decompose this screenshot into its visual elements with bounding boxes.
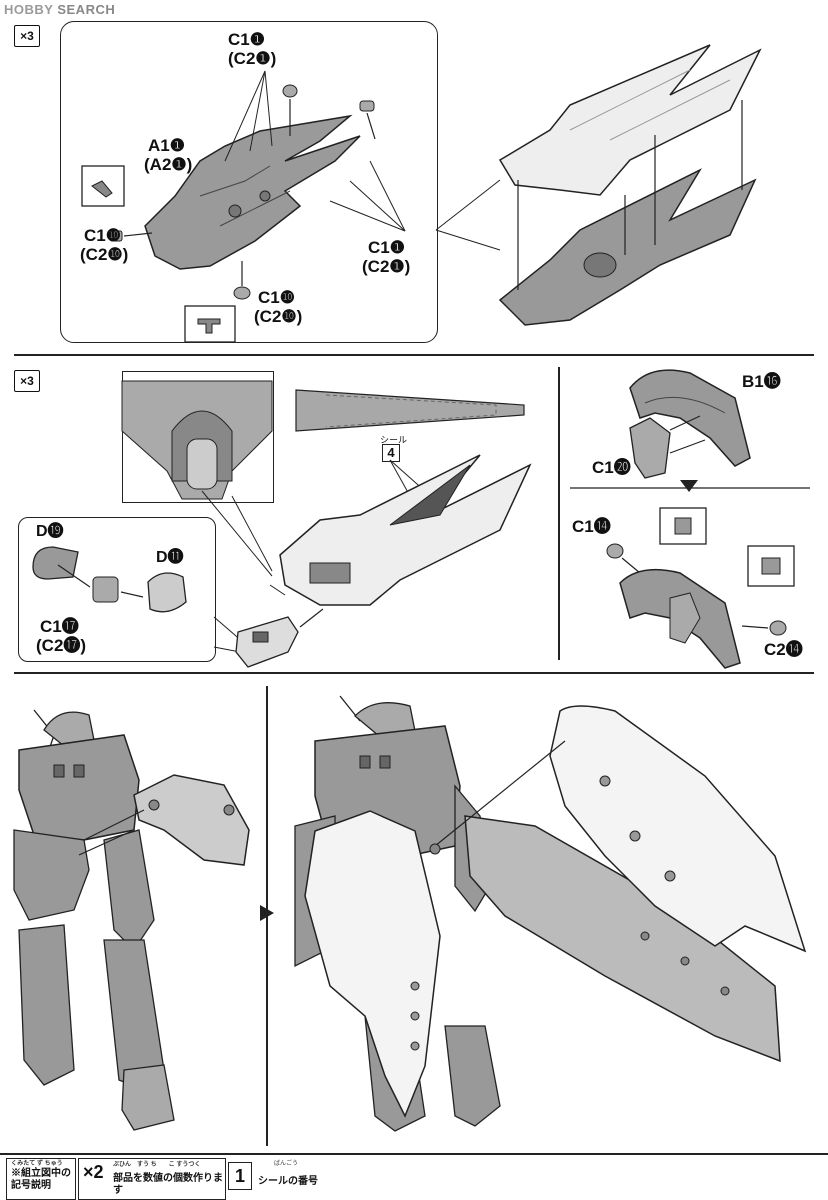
- step2-subassembly-drawing: [32, 546, 324, 668]
- label-c1-bottom: C1❿: [258, 288, 295, 307]
- step3-drawing: [570, 369, 810, 669]
- label-c1-top: C1❶: [228, 30, 265, 49]
- divider-vertical-1: [558, 367, 560, 660]
- robot-before-drawing: [13, 709, 250, 1131]
- peg-top: [282, 84, 298, 98]
- label-c1-right: C1❶: [368, 238, 405, 257]
- label-b1: B1⓰: [742, 372, 781, 391]
- count-mark: ×2: [83, 1162, 104, 1182]
- seal-description: シールの番号: [258, 1176, 318, 1187]
- legend-footer: くみたて ず ちゅう ※組立図中の 記号説明 ×2 ぶひん すう ち こ すうつ…: [0, 1153, 828, 1200]
- detached-binder: [549, 705, 807, 953]
- label-c2-right: (C2❶): [362, 257, 411, 276]
- rear-binder: [464, 815, 781, 1063]
- label-c1-left: C1❿: [84, 226, 121, 245]
- step-arrow-icon: [260, 905, 274, 921]
- label-c2-left: (C2❿): [80, 245, 129, 264]
- part-c1-joint: [92, 576, 119, 603]
- robot-leg-left: [18, 924, 75, 1086]
- label-c2-17: (C2⓱): [36, 636, 87, 655]
- seal-mark: 1: [228, 1162, 252, 1190]
- step2-multiplier-badge: ×3: [14, 370, 40, 392]
- legend-title-box: くみたて ず ちゅう ※組立図中の 記号説明: [6, 1158, 76, 1200]
- peg-right: [359, 100, 375, 112]
- step1-assembly-drawing: [435, 44, 762, 326]
- robot-torso: [18, 734, 140, 841]
- label-a1: A1❶: [148, 136, 185, 155]
- legend-count-box: ×2 ぶひん すう ち こ すうつく 部品を数値の個数作ります: [78, 1158, 226, 1200]
- closeup-drawing: [121, 380, 273, 577]
- front-binder: [304, 810, 441, 1118]
- label-a2: (A2❶): [144, 155, 193, 174]
- step1-detail-drawing: [81, 70, 406, 343]
- part-b1: [629, 369, 751, 467]
- label-c2-14: C2⓮: [764, 640, 803, 659]
- label-d19: D⓳: [36, 523, 64, 540]
- label-c1-14: C1⓮: [572, 517, 611, 536]
- label-c1-17: C1⓱: [40, 617, 79, 636]
- label-c2-top: (C2❶): [228, 49, 277, 68]
- shoulder-armor-part: [133, 774, 250, 866]
- legend-seal: 1 ばんごう シールの番号: [226, 1158, 326, 1194]
- peg-left: [109, 230, 123, 242]
- peg-bottom: [233, 286, 251, 300]
- part-c1-14: [606, 543, 624, 559]
- part-d11: [147, 572, 187, 613]
- seal-tag: シール: [380, 435, 408, 445]
- step2-claw-drawing: [269, 454, 532, 606]
- part-c2-14: [769, 620, 787, 636]
- label-d11: D⓫: [156, 549, 184, 566]
- label-c2-bottom: (C2❿): [254, 307, 303, 326]
- divider-2: [14, 672, 814, 674]
- seal-strip-drawing: [295, 389, 525, 432]
- claw-frame-lower: [498, 168, 757, 326]
- watermark: HOBBY SEARCH: [4, 2, 116, 17]
- part-c1-20: [629, 417, 671, 479]
- claw-base-part: [144, 114, 361, 270]
- claw-cover-upper: [498, 44, 762, 196]
- robot-after-drawing: [294, 695, 807, 1132]
- divider-1: [14, 354, 814, 356]
- count-description: 部品を数値の個数作ります: [113, 1173, 223, 1196]
- step1-multiplier-badge: ×3: [14, 25, 40, 47]
- flow-arrow-icon: [680, 480, 698, 492]
- label-c1-20: C1⓴: [592, 458, 631, 477]
